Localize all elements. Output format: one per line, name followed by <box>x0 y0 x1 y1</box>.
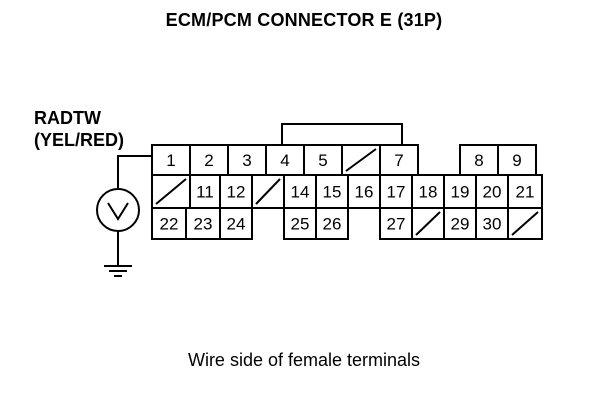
terminal-cavity <box>151 174 191 209</box>
terminal-cavity: 21 <box>507 174 543 209</box>
terminal-number: 5 <box>318 151 327 170</box>
terminal-cavity: 23 <box>185 207 221 240</box>
terminal-cavity: 8 <box>459 144 499 176</box>
terminal-number: 15 <box>323 183 342 202</box>
unused-terminal-slash <box>415 211 441 236</box>
terminal-cavity: 16 <box>347 174 381 209</box>
terminal-cavity: 29 <box>443 207 477 240</box>
terminal-cavity: 15 <box>315 174 349 209</box>
terminal-number: 21 <box>516 183 535 202</box>
signal-wire-color: (YEL/RED) <box>34 130 124 150</box>
terminal-number: 17 <box>387 183 406 202</box>
unused-terminal-slash <box>511 211 539 236</box>
terminal-number: 3 <box>242 151 251 170</box>
terminal-cavity: 19 <box>443 174 477 209</box>
terminal-number: 4 <box>280 151 289 170</box>
terminal-cavity: 30 <box>475 207 509 240</box>
terminal-cavity: 12 <box>219 174 253 209</box>
terminal-cavity: 20 <box>475 174 509 209</box>
terminal-number: 24 <box>227 215 246 234</box>
terminal-number: 11 <box>196 183 214 202</box>
signal-name: RADTW <box>34 108 101 128</box>
terminal-number: 29 <box>451 215 470 234</box>
terminal-cavity <box>411 207 445 240</box>
terminal-cavity: 2 <box>189 144 229 176</box>
terminal-number: 30 <box>483 215 502 234</box>
terminal-cavity: 17 <box>379 174 413 209</box>
view-caption: Wire side of female terminals <box>187 350 421 370</box>
terminal-cavity: 18 <box>411 174 445 209</box>
terminal-number: 1 <box>166 151 175 170</box>
terminal-cavity <box>341 144 381 176</box>
terminal-number: 25 <box>291 215 310 234</box>
terminal-cavity: 3 <box>227 144 267 176</box>
terminal-number: 23 <box>194 215 213 234</box>
terminal-cavity: 14 <box>283 174 317 209</box>
test-lead-wire <box>117 155 152 188</box>
terminal-number: 12 <box>227 183 246 202</box>
terminal-cavity <box>251 174 285 209</box>
terminal-cavity: 5 <box>303 144 343 176</box>
terminal-cavity: 4 <box>265 144 305 176</box>
terminal-number: 14 <box>291 183 310 202</box>
terminal-cavity: 24 <box>219 207 253 240</box>
terminal-number: 7 <box>394 151 403 170</box>
terminal-number: 26 <box>323 215 342 234</box>
unused-terminal-slash <box>345 148 377 172</box>
terminal-number: 20 <box>483 183 502 202</box>
unused-terminal-slash <box>155 178 187 205</box>
terminal-number: 2 <box>204 151 213 170</box>
terminal-cavity: 11 <box>189 174 221 209</box>
terminal-number: 18 <box>419 183 438 202</box>
terminal-number: 19 <box>451 183 470 202</box>
terminal-cavity: 7 <box>379 144 419 176</box>
connector-title: ECM/PCM CONNECTOR E (31P) <box>165 10 443 30</box>
terminal-number: 8 <box>474 151 483 170</box>
terminal-cavity: 25 <box>283 207 317 240</box>
terminal-number: 27 <box>387 215 406 234</box>
terminal-cavity <box>507 207 543 240</box>
terminal-cavity: 9 <box>497 144 537 176</box>
terminal-cavity: 22 <box>151 207 187 240</box>
terminal-cavity: 1 <box>151 144 191 176</box>
ground-icon <box>104 231 132 277</box>
terminal-number: 9 <box>512 151 521 170</box>
unused-terminal-slash <box>255 178 281 205</box>
voltmeter-icon <box>96 188 140 232</box>
terminal-number: 16 <box>355 183 374 202</box>
terminal-cavity: 27 <box>379 207 413 240</box>
terminal-number: 22 <box>160 215 179 234</box>
connector-lock-tab <box>281 123 403 145</box>
terminal-cavity: 26 <box>315 207 349 240</box>
